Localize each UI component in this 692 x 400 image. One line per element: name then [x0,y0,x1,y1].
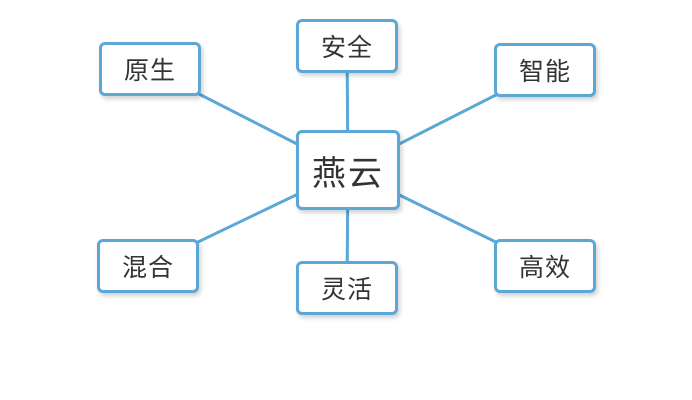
node-center-yanyun: 燕云 [296,130,400,210]
node-zhineng: 智能 [494,43,596,97]
node-linghuo: 灵活 [296,261,398,315]
node-yuansheng: 原生 [99,42,201,96]
node-hunhe: 混合 [97,239,199,293]
node-anquan: 安全 [296,19,398,73]
node-gaoxiao: 高效 [494,239,596,293]
